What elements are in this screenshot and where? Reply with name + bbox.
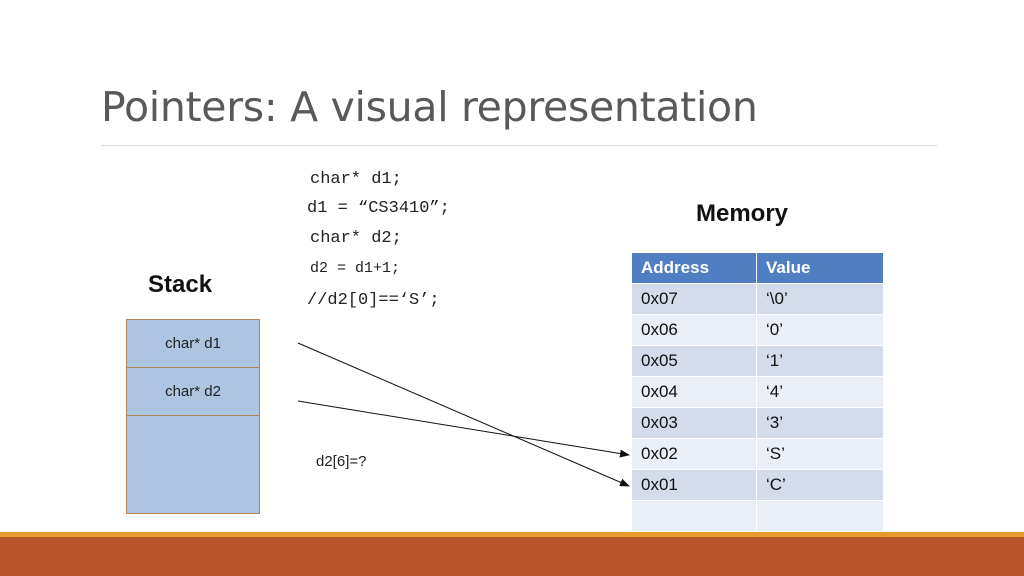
slide-title: Pointers: A visual representation bbox=[101, 83, 758, 131]
memory-label: Memory bbox=[696, 200, 789, 227]
value-cell: ‘0’ bbox=[757, 315, 883, 346]
header-value: Value bbox=[757, 253, 883, 284]
value-cell: ‘S’ bbox=[757, 439, 883, 470]
header-address: Address bbox=[632, 253, 757, 284]
value-cell: ‘1’ bbox=[757, 346, 883, 377]
title-divider bbox=[101, 145, 937, 146]
address-cell bbox=[632, 501, 757, 532]
stack-box: char* d1 char* d2 bbox=[126, 319, 260, 514]
table-row: 0x06 ‘0’ bbox=[632, 315, 883, 346]
value-cell: ‘4’ bbox=[757, 377, 883, 408]
code-line-2: d1 = “CS3410”; bbox=[307, 199, 450, 218]
code-line-4: d2 = d1+1; bbox=[310, 260, 401, 277]
question-text: d2[6]=? bbox=[316, 453, 367, 470]
address-cell: 0x06 bbox=[632, 315, 757, 346]
table-row: 0x01 ‘C’ bbox=[632, 470, 883, 501]
address-cell: 0x03 bbox=[632, 408, 757, 439]
code-line-3: char* d2; bbox=[310, 229, 402, 248]
footer-accent-stripe bbox=[0, 532, 1024, 537]
address-cell: 0x05 bbox=[632, 346, 757, 377]
address-cell: 0x01 bbox=[632, 470, 757, 501]
stack-cell-d1: char* d1 bbox=[127, 320, 259, 368]
arrow-d2-to-0x02 bbox=[297, 400, 630, 458]
value-cell: ‘\0’ bbox=[757, 284, 883, 315]
table-row: 0x07 ‘\0’ bbox=[632, 284, 883, 315]
table-row: 0x03 ‘3’ bbox=[632, 408, 883, 439]
code-line-1: char* d1; bbox=[310, 170, 402, 189]
value-cell bbox=[757, 501, 883, 532]
stack-label: Stack bbox=[148, 271, 213, 298]
address-cell: 0x07 bbox=[632, 284, 757, 315]
memory-table-header: Address Value bbox=[632, 253, 883, 284]
table-row: 0x02 ‘S’ bbox=[632, 439, 883, 470]
stack-cell-d2: char* d2 bbox=[127, 368, 259, 416]
address-cell: 0x02 bbox=[632, 439, 757, 470]
footer-band bbox=[0, 537, 1024, 576]
value-cell: ‘3’ bbox=[757, 408, 883, 439]
table-row: 0x04 ‘4’ bbox=[632, 377, 883, 408]
table-row: 0x05 ‘1’ bbox=[632, 346, 883, 377]
code-line-5: //d2[0]==‘S’; bbox=[307, 291, 440, 310]
arrow-d1-to-0x01 bbox=[297, 342, 630, 487]
table-row bbox=[632, 501, 883, 532]
memory-table: Address Value 0x07 ‘\0’ 0x06 ‘0’ 0x05 ‘1… bbox=[632, 253, 883, 532]
value-cell: ‘C’ bbox=[757, 470, 883, 501]
address-cell: 0x04 bbox=[632, 377, 757, 408]
